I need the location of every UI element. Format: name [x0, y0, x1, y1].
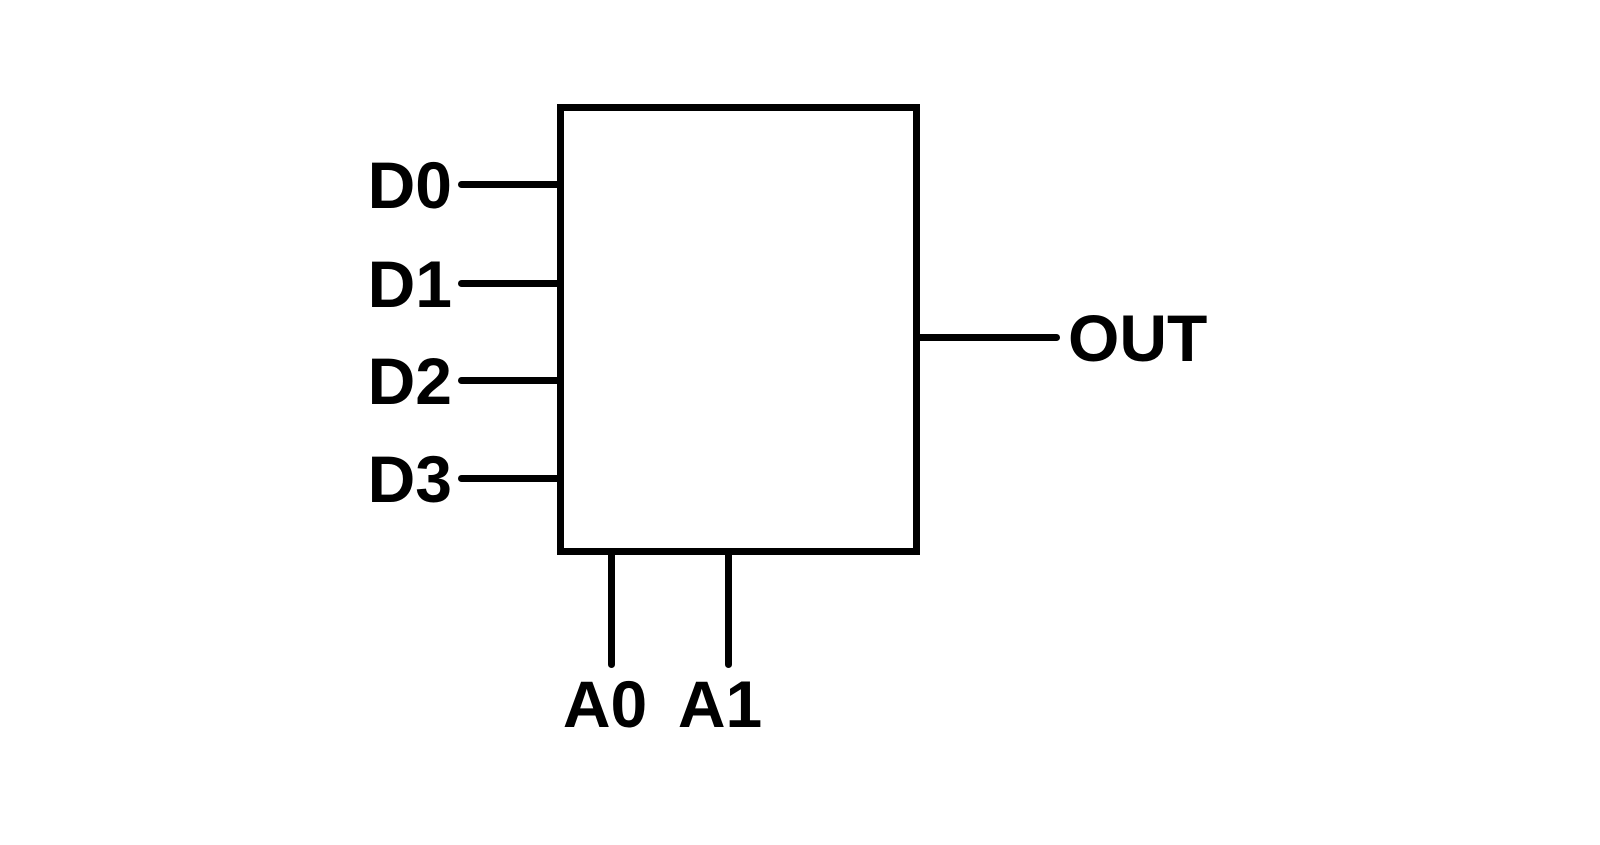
input-wire-d2 [458, 377, 564, 384]
mux-block [557, 104, 920, 555]
select-wire-a0 [608, 548, 615, 668]
input-wire-d1 [458, 280, 564, 287]
input-wire-d0 [458, 181, 564, 188]
input-label-d3: D3 [367, 442, 452, 516]
output-label: OUT [1068, 301, 1208, 375]
input-label-d1: D1 [367, 247, 452, 321]
input-label-d2: D2 [367, 344, 452, 418]
output-wire [915, 334, 1060, 341]
input-label-d0: D0 [367, 148, 452, 222]
select-label-a1: A1 [677, 667, 763, 741]
select-wire-a1 [725, 548, 732, 668]
input-wire-d3 [458, 475, 564, 482]
select-label-a0: A0 [562, 667, 648, 741]
